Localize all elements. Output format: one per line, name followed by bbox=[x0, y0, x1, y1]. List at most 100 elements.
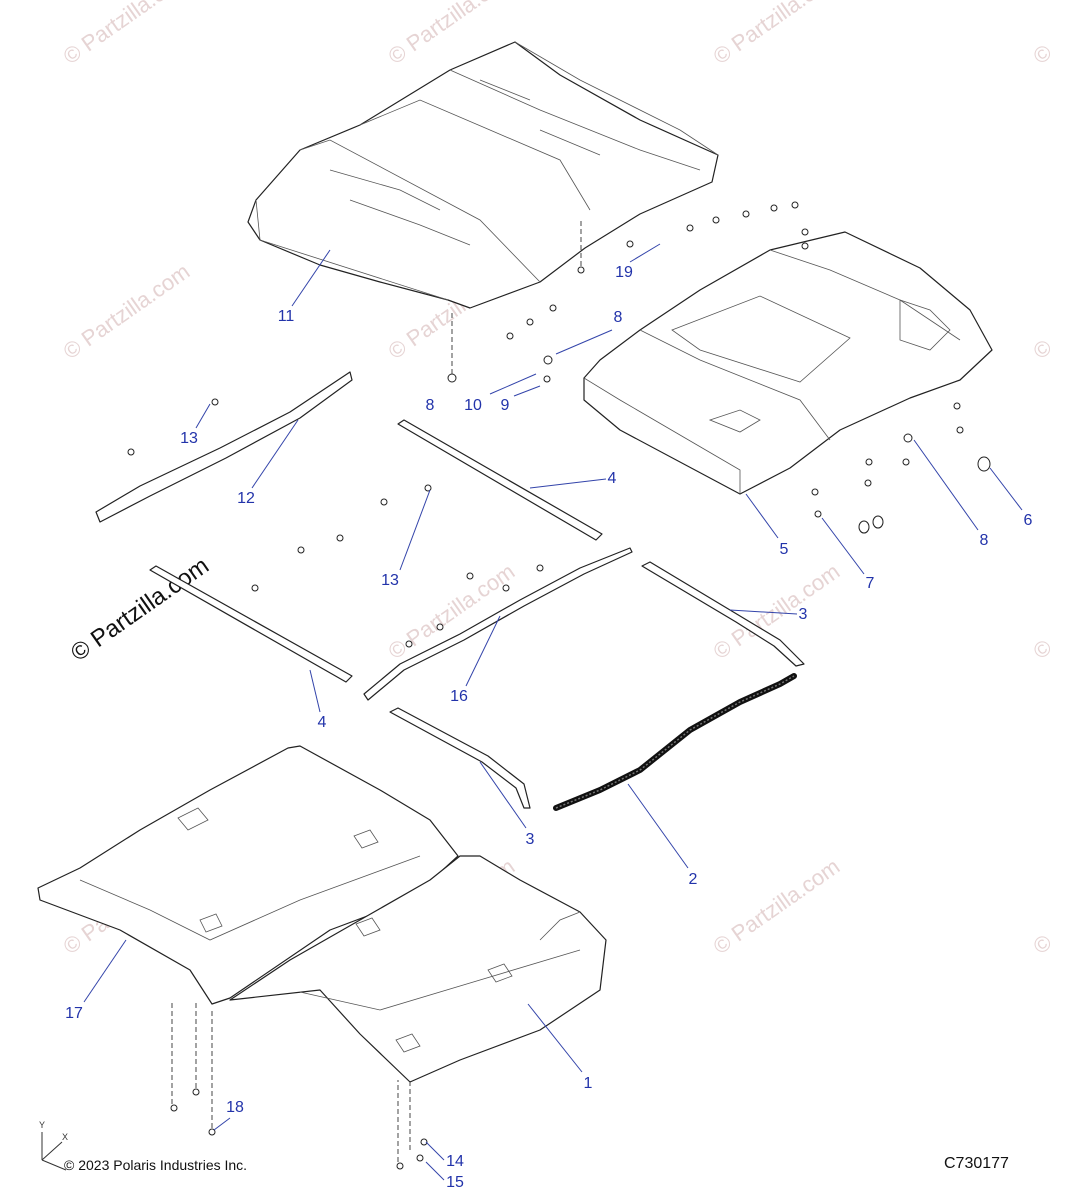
fastener bbox=[791, 201, 799, 209]
leader-line-c17 bbox=[83, 939, 127, 1003]
fastener bbox=[336, 534, 344, 542]
callout-label-c18: 18 bbox=[226, 1099, 244, 1116]
fastener bbox=[543, 375, 551, 383]
callout-label-c13b: 13 bbox=[381, 572, 399, 589]
leader-line-c9 bbox=[513, 385, 541, 397]
leader-line-c14 bbox=[425, 1141, 445, 1161]
fastener bbox=[536, 564, 544, 572]
leader-line-c13a bbox=[195, 403, 211, 429]
leader-line-c10 bbox=[489, 373, 537, 395]
part-4-seal-bar-upper bbox=[397, 419, 603, 541]
fastener bbox=[626, 240, 634, 248]
callout-label-c13a: 13 bbox=[180, 430, 198, 447]
leader-line-c8a bbox=[555, 329, 613, 355]
callout-label-c8b: 8 bbox=[426, 397, 435, 414]
leader-line-c5 bbox=[745, 493, 779, 539]
callout-label-c11: 11 bbox=[278, 308, 295, 325]
part-4-seal-bar-lower bbox=[149, 565, 353, 683]
callout-label-c17: 17 bbox=[65, 1005, 83, 1022]
fastener bbox=[380, 498, 388, 506]
fastener bbox=[127, 448, 135, 456]
callout-label-c9: 9 bbox=[501, 397, 510, 414]
callout-label-c6: 6 bbox=[1024, 512, 1033, 529]
fastener bbox=[424, 484, 432, 492]
callout-label-c16: 16 bbox=[450, 688, 468, 705]
leader-line-c8c bbox=[913, 439, 979, 531]
copyright-text: © 2023 Polaris Industries Inc. bbox=[64, 1157, 247, 1173]
fastener bbox=[436, 623, 444, 631]
fastener bbox=[251, 584, 259, 592]
callout-label-c2: 2 bbox=[689, 871, 698, 888]
watermark: © Partzilla.com bbox=[709, 0, 845, 69]
leader-line-c7 bbox=[821, 517, 865, 575]
fastener bbox=[801, 242, 809, 250]
fastener bbox=[864, 479, 872, 487]
leader-line-c4b bbox=[309, 669, 321, 713]
grommet bbox=[872, 515, 884, 529]
fastener bbox=[502, 584, 510, 592]
fastener bbox=[466, 572, 474, 580]
watermark: © bbox=[1029, 634, 1057, 664]
leader-line-c12 bbox=[251, 419, 299, 489]
fastener bbox=[526, 318, 534, 326]
fastener bbox=[865, 458, 873, 466]
callout-label-c1: 1 bbox=[584, 1075, 593, 1092]
callout-label-c19: 19 bbox=[615, 264, 633, 281]
watermark-primary: © Partzilla.com bbox=[66, 552, 214, 667]
trace-lines bbox=[171, 220, 582, 1162]
grommet bbox=[977, 456, 991, 472]
fastener bbox=[549, 304, 557, 312]
fastener bbox=[192, 1088, 200, 1096]
callout-label-c4a: 4 bbox=[608, 470, 617, 487]
fastener bbox=[416, 1154, 424, 1162]
fastener bbox=[902, 458, 910, 466]
part-11-roof-panel bbox=[247, 41, 719, 309]
leader-line-c6 bbox=[989, 467, 1023, 511]
fastener bbox=[801, 228, 809, 236]
fastener bbox=[770, 204, 778, 212]
watermark: © bbox=[1029, 334, 1057, 364]
callout-label-c3b: 3 bbox=[526, 831, 535, 848]
leader-line-c3b bbox=[479, 761, 527, 829]
watermark: © Partzilla.com bbox=[59, 0, 195, 69]
callout-label-c4b: 4 bbox=[318, 714, 327, 731]
part-3-seal-right bbox=[641, 561, 805, 667]
fastener bbox=[211, 398, 219, 406]
fastener bbox=[742, 210, 750, 218]
callout-label-c5: 5 bbox=[780, 541, 789, 558]
leader-line-c3a bbox=[729, 609, 798, 615]
fastener bbox=[396, 1162, 404, 1170]
axis-y-label: Y bbox=[39, 1120, 45, 1130]
watermark: © Partzilla.com bbox=[59, 259, 195, 365]
watermark: © bbox=[1029, 929, 1057, 959]
axis-x-label: X bbox=[62, 1132, 68, 1142]
watermark: © bbox=[1029, 39, 1057, 69]
fastener bbox=[297, 546, 305, 554]
callout-label-c8a: 8 bbox=[614, 309, 623, 326]
fastener bbox=[447, 373, 457, 383]
fastener bbox=[577, 266, 585, 274]
fastener bbox=[208, 1128, 216, 1136]
fastener bbox=[712, 216, 720, 224]
leader-line-c2 bbox=[627, 783, 689, 869]
fastener bbox=[953, 402, 961, 410]
leader-line-c19 bbox=[629, 243, 661, 263]
axis-triad: Y X bbox=[39, 1120, 68, 1171]
fastener bbox=[405, 640, 413, 648]
part-3-seal-lower bbox=[389, 707, 531, 809]
watermark: © Partzilla.com bbox=[709, 854, 845, 960]
callout-label-c7: 7 bbox=[866, 575, 875, 592]
leader-line-c15 bbox=[425, 1161, 445, 1181]
fastener bbox=[686, 224, 694, 232]
leader-line-c16 bbox=[465, 615, 501, 687]
leader-lines bbox=[83, 243, 1023, 1181]
fastener bbox=[506, 332, 514, 340]
part-17-headliner-left bbox=[37, 745, 459, 1005]
fastener bbox=[811, 488, 819, 496]
fastener bbox=[420, 1138, 428, 1146]
leader-line-c1 bbox=[527, 1003, 583, 1073]
part-12-trim-rail bbox=[95, 371, 353, 523]
callout-label-c12: 12 bbox=[237, 490, 255, 507]
